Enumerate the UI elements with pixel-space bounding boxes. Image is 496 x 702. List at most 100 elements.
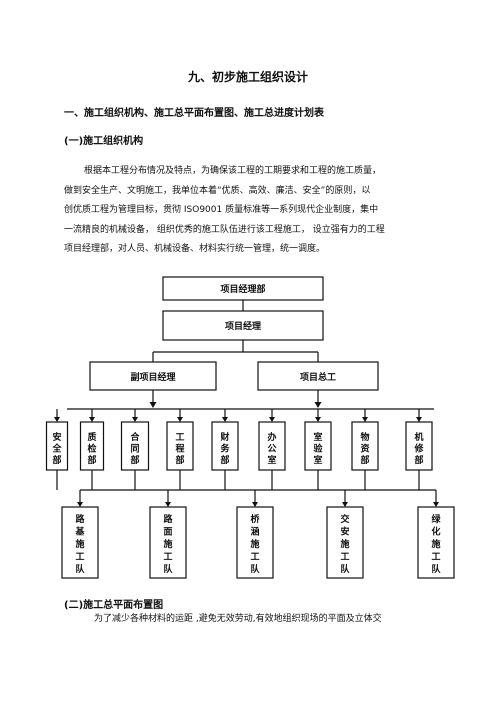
department-char: 资 [360, 443, 369, 455]
team-char: 绿 [431, 513, 441, 525]
department-char: 修 [413, 443, 424, 455]
department-char: 财 [219, 431, 229, 443]
team-box [236, 506, 274, 579]
department-char: 机 [414, 431, 423, 443]
department-char: 工 [175, 432, 184, 443]
team-char: 交 [340, 513, 349, 525]
org-arrow-head [165, 502, 171, 507]
team-box [149, 506, 187, 579]
department-box [304, 421, 332, 471]
department-char: 部 [360, 454, 369, 466]
team-char: 施 [75, 538, 84, 550]
team-char: 施 [250, 538, 259, 550]
department-char: 物 [360, 431, 369, 443]
org-arrow-head [177, 417, 183, 422]
org-arrow-head [77, 502, 83, 507]
subsection-heading-layout: (二)施工总平面布置图 [64, 600, 164, 611]
section-heading: 一、施工组织机构、施工总平面布置图、施工总进度计划表 [64, 108, 324, 119]
org-arrow-head [314, 402, 322, 408]
department-char: 室 [313, 431, 322, 443]
document-title: 九、初步施工组织设计 [187, 70, 308, 84]
department-char: 部 [414, 454, 423, 466]
org-arrow-head [416, 417, 422, 422]
team-char: 工 [163, 552, 172, 563]
department-char: 部 [130, 454, 139, 466]
team-char: 队 [163, 563, 173, 575]
org-arrow-head [222, 417, 228, 422]
team-char: 施 [340, 538, 349, 550]
team-char: 队 [431, 563, 441, 575]
paragraph-line: 一流精良的机械设备， 组织优秀的施工队伍进行该工程施工， 设立强有力的工程 [64, 224, 385, 235]
org-box-chief-engineer [257, 361, 379, 391]
org-arrow-head [269, 417, 275, 422]
org-arrow-head [315, 417, 321, 422]
department-char: 程 [175, 443, 184, 455]
team-char: 化 [431, 526, 440, 538]
team-char: 施 [431, 538, 440, 550]
paragraph-line: 创优质工程为管理目标，贯彻 ISO9001 质量标准等一系列现代企业制度，集中 [64, 205, 379, 215]
department-box [405, 421, 433, 471]
team-char: 工 [340, 552, 349, 563]
org-arrow-head [149, 402, 157, 408]
department-char: 全 [51, 443, 62, 455]
paragraph-line: 做到安全生产、文明施工，我单位本着“优质、高效、廉洁、安全”的原则，以 [64, 185, 371, 196]
department-box [211, 421, 239, 471]
department-box [351, 421, 379, 471]
org-label-chief-engineer: 项目总工 [300, 371, 336, 383]
org-label-deputy-manager: 副项目经理 [130, 371, 175, 383]
intro-paragraph: 根据本工程分布情况及特点，为确保该工程的工期要求和工程的施工质量， 做到安全生产… [64, 162, 436, 260]
department-char: 部 [175, 454, 184, 466]
org-arrow-head [433, 502, 439, 507]
department-char: 务 [220, 443, 230, 455]
paragraph-line: 项目经理部，对人员、机械设备、材料实行统一管理，统一调度。 [64, 244, 326, 254]
team-char: 基 [74, 526, 85, 538]
department-char: 检 [87, 443, 96, 455]
team-char: 安 [340, 526, 349, 538]
department-char: 验 [313, 443, 323, 455]
team-char: 队 [340, 563, 350, 575]
department-char: 室 [313, 454, 322, 466]
team-box [61, 506, 99, 579]
department-char: 办 [267, 431, 276, 443]
department-box [258, 421, 286, 471]
team-box [417, 506, 455, 579]
org-arrow-head [342, 502, 348, 507]
team-char: 施 [163, 538, 172, 550]
team-char: 工 [431, 552, 440, 563]
team-char: 队 [250, 563, 260, 575]
team-char: 工 [250, 552, 259, 563]
org-label-project-manager: 项目经理 [225, 320, 261, 332]
team-char: 路 [163, 513, 173, 525]
department-char: 安 [52, 431, 61, 443]
department-box [166, 421, 194, 471]
org-arrow-head [132, 417, 138, 422]
department-char: 部 [220, 454, 229, 466]
org-arrow-head [252, 502, 258, 507]
team-box [326, 506, 364, 579]
layout-paragraph: 为了减少各种材料的运距 ,避免无效劳动,有效地组织现场的平面及立体交 [94, 614, 382, 624]
team-char: 工 [75, 552, 84, 563]
department-char: 部 [52, 454, 61, 466]
department-box [120, 421, 150, 471]
team-char: 面 [163, 527, 172, 538]
subsection-heading-org: (一)施工组织机构 [64, 136, 144, 147]
org-arrow-head [362, 417, 368, 422]
org-arrow-head [89, 417, 95, 422]
department-char: 合 [130, 431, 140, 443]
team-char: 桥 [250, 513, 260, 525]
department-char: 室 [267, 454, 276, 466]
org-box-deputy-manager [89, 361, 217, 391]
department-char: 质 [87, 431, 96, 443]
team-char: 队 [75, 563, 85, 575]
team-char: 涵 [250, 526, 259, 538]
department-char: 部 [87, 454, 96, 466]
department-char: 同 [130, 444, 139, 455]
org-label-project-dept: 项目经理部 [220, 283, 265, 295]
department-char: 公 [267, 444, 276, 455]
paragraph-line: 根据本工程分布情况及特点，为确保该工程的工期要求和工程的施工质量， [84, 166, 382, 176]
team-char: 路 [75, 513, 85, 525]
org-arrow-head [54, 417, 60, 422]
